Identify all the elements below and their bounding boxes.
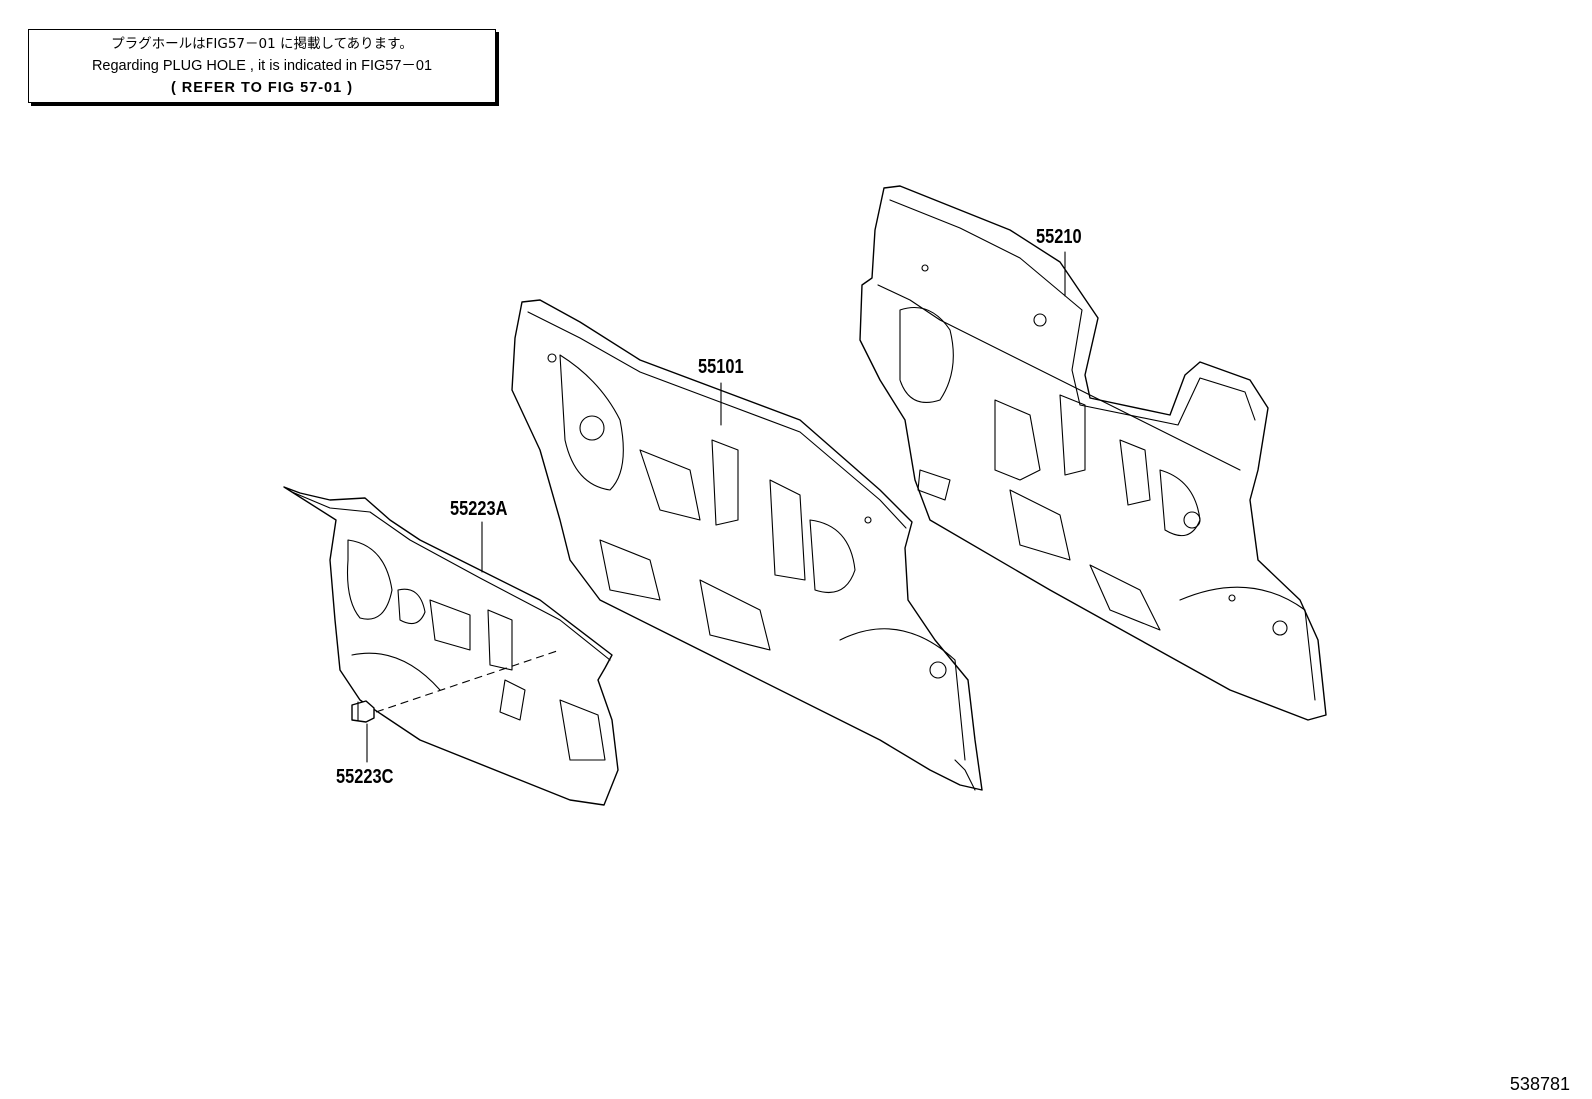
part-55223C-clip[interactable]	[351, 649, 561, 723]
reference-note-box: プラグホールはFIG57－01 に掲載してあります。 Regarding PLU…	[28, 29, 496, 103]
part-label-55223C[interactable]: 55223C	[336, 766, 394, 788]
part-55210-insulator[interactable]	[859, 185, 1327, 721]
note-line-refer: ( REFER TO FIG 57-01 )	[170, 80, 354, 96]
clip-install-dashed-line	[375, 649, 561, 713]
part-55101-insulator[interactable]	[511, 299, 983, 791]
note-line-english: Regarding PLUG HOLE , it is indicated in…	[91, 58, 433, 74]
figure-id: 538781	[1509, 1074, 1570, 1094]
part-label-55101[interactable]: 55101	[698, 356, 744, 378]
part-label-55223A[interactable]: 55223A	[450, 498, 508, 520]
part-55223A-insulator[interactable]	[283, 486, 619, 806]
note-line-japanese: プラグホールはFIG57－01 に掲載してあります。	[111, 36, 413, 52]
part-label-55210[interactable]: 55210	[1036, 226, 1082, 248]
